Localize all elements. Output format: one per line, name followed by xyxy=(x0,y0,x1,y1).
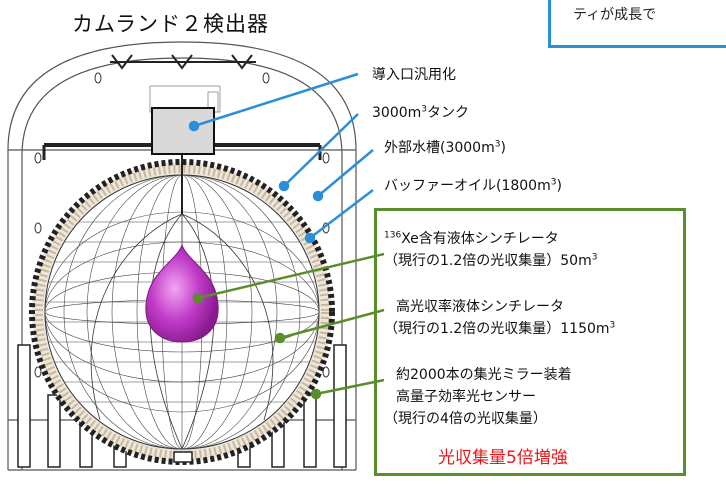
pmt-line3: （現行の4倍の光収集量） xyxy=(384,408,547,428)
xe-scintillator-title: 136Xe含有液体シンチレータ xyxy=(384,228,559,248)
hq-title-text: 高光収率液体シンチレータ xyxy=(396,299,564,315)
xe-title-text: Xe含有液体シンチレータ xyxy=(401,231,559,247)
tank-text-sup: 3 xyxy=(421,104,428,115)
hq-detail-sup: 3 xyxy=(609,320,616,331)
hq-detail-text: （現行の1.2倍の光収集量）1150m xyxy=(384,321,610,337)
pmt-line2-text: 高量子効率光センサー xyxy=(396,389,536,405)
buffer-text-pre: バッファーオイル(1800m xyxy=(384,178,551,194)
xe-detail-text: （現行の1.2倍の光収集量）50m xyxy=(384,253,592,269)
pmt-line1: 約2000本の集光ミラー装着 xyxy=(396,364,572,384)
cut-off-note-text: ティが成長で xyxy=(573,7,657,23)
water-text-post: ) xyxy=(500,140,506,156)
green-callouts xyxy=(192,252,385,400)
chimney-tank xyxy=(90,107,274,450)
inlet-text: 導入口汎用化 xyxy=(372,67,456,83)
tank-text-pre: 3000m xyxy=(372,105,422,121)
xe-mini-balloon xyxy=(145,214,219,343)
buffer-text-sup: 3 xyxy=(550,177,557,188)
water-text-pre: 外部水槽(3000m xyxy=(384,140,495,156)
detector-title: カムランド２検出器 xyxy=(72,12,269,36)
bottom-fixture xyxy=(173,451,193,463)
light-yield-highlight: 光収集量5倍増強 xyxy=(438,448,568,468)
inlet-label: 導入口汎用化 xyxy=(372,64,456,84)
xe-isotope-sup: 136 xyxy=(384,230,402,241)
hq-scintillator-detail: （現行の1.2倍の光収集量）1150m3 xyxy=(384,318,615,338)
blue-callouts xyxy=(188,72,374,244)
xe-detail-sup: 3 xyxy=(591,252,598,263)
buffer-oil-label: バッファーオイル(1800m3) xyxy=(384,175,562,195)
pmt-line3-text: （現行の4倍の光収集量） xyxy=(384,411,547,427)
tank-label: 3000m3タンク xyxy=(372,102,469,122)
pmt-line1-text: 約2000本の集光ミラー装着 xyxy=(396,367,572,383)
pmt-line2: 高量子効率光センサー xyxy=(396,386,536,406)
hq-scintillator-title: 高光収率液体シンチレータ xyxy=(396,296,564,316)
cut-off-note-box: ティが成長で xyxy=(548,0,726,48)
buffer-text-post: ) xyxy=(556,178,562,194)
xe-scintillator-detail: （現行の1.2倍の光収集量）50m3 xyxy=(384,250,597,270)
feature-box xyxy=(374,208,686,476)
water-text-sup: 3 xyxy=(494,139,501,150)
tank-text-post: タンク xyxy=(427,105,470,121)
water-tank-label: 外部水槽(3000m3) xyxy=(384,137,506,157)
